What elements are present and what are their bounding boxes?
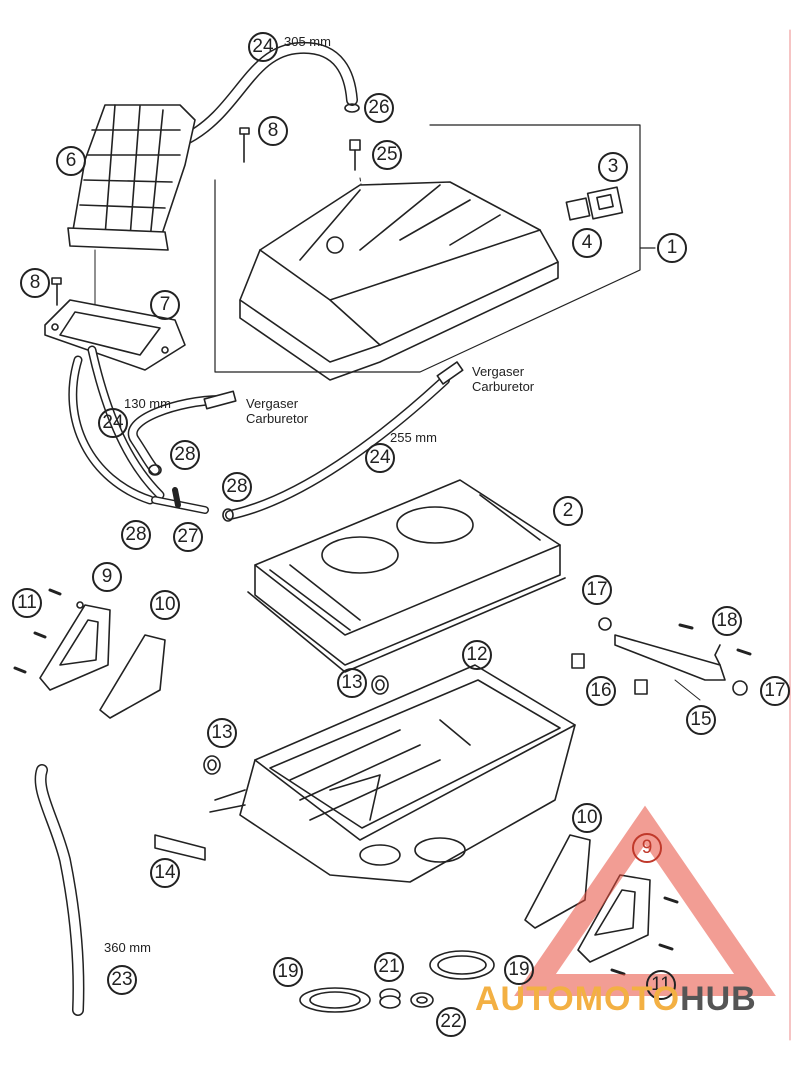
screws-18 — [678, 623, 752, 656]
callout-21: 21 — [374, 952, 404, 982]
callout-8: 8 — [258, 116, 288, 146]
callout-8: 8 — [20, 268, 50, 298]
clip-16-a — [571, 653, 585, 669]
callout-19: 19 — [273, 957, 303, 987]
callout-18: 18 — [712, 606, 742, 636]
gasket-10-right — [524, 834, 591, 929]
callout-3: 3 — [598, 152, 628, 182]
t-piece-27 — [151, 487, 209, 514]
callout-19: 19 — [504, 955, 534, 985]
flange-7 — [44, 249, 186, 371]
strip-14 — [154, 834, 206, 861]
lid-frame — [214, 124, 641, 373]
grommet-17-right — [732, 680, 748, 696]
callout-25: 25 — [372, 140, 402, 170]
callout-9: 9 — [92, 562, 122, 592]
callout-11: 11 — [646, 970, 676, 1000]
callout-17: 17 — [582, 575, 612, 605]
callout-6: 6 — [56, 146, 86, 176]
callout-12: 12 — [462, 640, 492, 670]
cover-9-left — [39, 601, 111, 691]
plug-21 — [379, 988, 401, 1009]
callout-28: 28 — [170, 440, 200, 470]
bolt-8-top — [239, 127, 250, 163]
callout-7: 7 — [150, 290, 180, 320]
vergaser-label-2: Vergaser — [472, 364, 525, 379]
callout-10: 10 — [572, 803, 602, 833]
callout-23: 23 — [107, 965, 137, 995]
snorkel-6 — [67, 104, 196, 251]
screws-11-right — [610, 896, 679, 976]
length-label-130: 130 mm — [124, 396, 171, 411]
seal-19-left — [299, 987, 371, 1013]
callout-13: 13 — [337, 668, 367, 698]
seal-19-right — [429, 950, 495, 980]
clip-26 — [344, 103, 360, 113]
screws-11-left — [13, 588, 62, 674]
callout-15: 15 — [686, 705, 716, 735]
callout-1: 1 — [657, 233, 687, 263]
callout-28: 28 — [121, 520, 151, 550]
plug-22 — [410, 992, 434, 1008]
callout-24: 24 — [98, 408, 128, 438]
callout-16: 16 — [586, 676, 616, 706]
grommet-17-top — [598, 617, 612, 631]
callout-27: 27 — [173, 522, 203, 552]
length-label-360: 360 mm — [104, 940, 151, 955]
vergaser-label-1: Vergaser — [246, 396, 299, 411]
callout-24: 24 — [248, 32, 278, 62]
callout-28: 28 — [222, 472, 252, 502]
airbox-12 — [209, 664, 576, 883]
watermark-logo: AUTOMOTOHUB — [475, 980, 757, 1019]
grommet-13-top — [371, 675, 389, 695]
clip-16-b — [634, 679, 648, 695]
gasket-10-left — [99, 634, 166, 719]
callout-4: 4 — [572, 228, 602, 258]
bracket-15 — [614, 634, 726, 701]
carburetor-label-1: Carburetor — [246, 411, 309, 426]
air-filter-2 — [247, 479, 566, 673]
callout-22: 22 — [436, 1007, 466, 1037]
bolt-8-left — [51, 277, 62, 306]
callout-17: 17 — [760, 676, 790, 706]
callout-11: 11 — [12, 588, 42, 618]
callout-13: 13 — [207, 718, 237, 748]
clip-28-right — [222, 508, 234, 522]
callout-10: 10 — [150, 590, 180, 620]
watermark-triangle — [514, 805, 776, 996]
callout-26: 26 — [364, 93, 394, 123]
watermark-part1: AUTOMOTO — [475, 980, 681, 1018]
clip-28-mid — [148, 464, 162, 476]
watermark-part2: HUB — [680, 980, 757, 1018]
callout-14: 14 — [150, 858, 180, 888]
plate-3-gasket-4 — [565, 186, 624, 221]
grommet-13-left — [203, 755, 221, 775]
callout-9: 9 — [632, 833, 662, 863]
callout-2: 2 — [553, 496, 583, 526]
length-label-305: 305 mm — [284, 34, 331, 49]
carburetor-label-2: Carburetor — [472, 379, 535, 394]
airbox-lid-1 — [239, 181, 559, 381]
callout-24: 24 — [365, 443, 395, 473]
length-label-255: 255 mm — [390, 430, 437, 445]
